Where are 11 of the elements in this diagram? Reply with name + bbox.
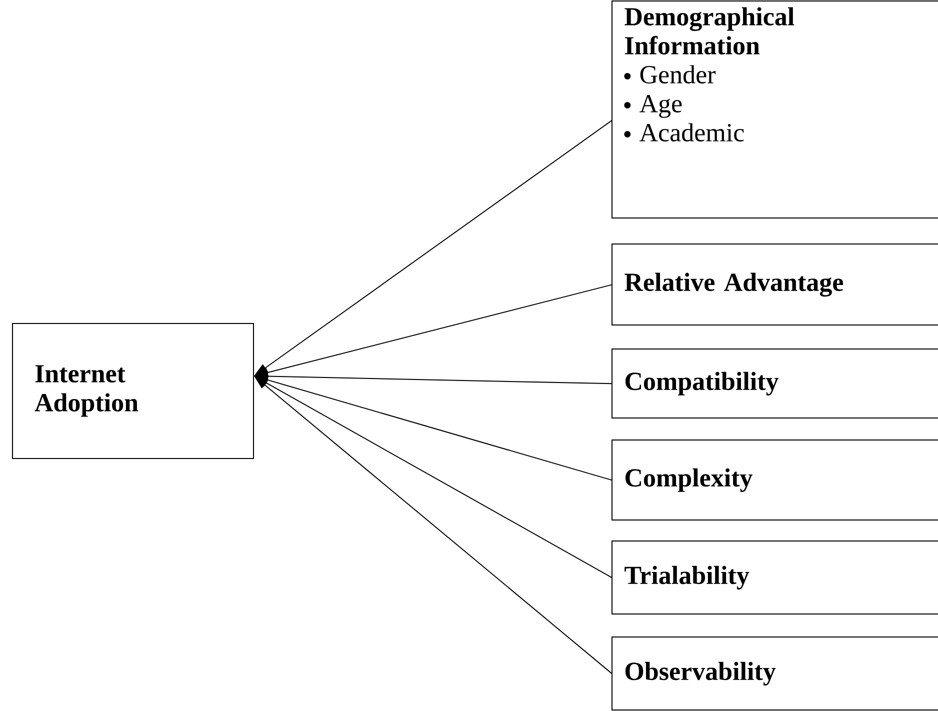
box: Relative Advantage [612,243,938,326]
box: Compatibility [612,348,938,418]
node-label: Gender [640,65,716,84]
box: Trialability [612,540,938,614]
box: Demographical Information Gender Age Academic [612,0,938,218]
box: Complexity [612,439,938,520]
node-label: Academic [640,123,744,142]
node-label: Demographical Information [624,7,794,54]
box: Internet Adoption [12,322,254,459]
node-label: Age [640,95,682,118]
box: Observability [612,636,938,710]
